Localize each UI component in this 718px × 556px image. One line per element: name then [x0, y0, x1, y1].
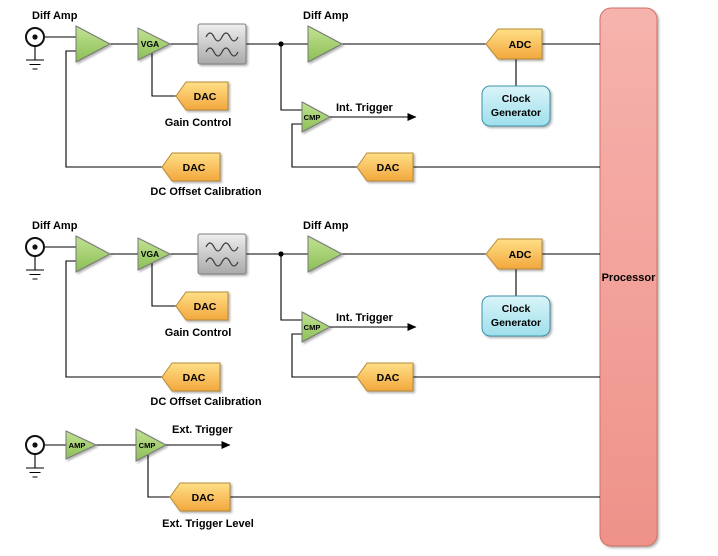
- offset-dac-block: DAC: [161, 152, 221, 182]
- wires: [45, 246, 600, 378]
- amp-triangle: [65, 430, 98, 460]
- diff-amp-label: Diff Amp: [303, 220, 349, 232]
- adc-tag: [485, 238, 543, 270]
- ground-icon: [26, 454, 44, 478]
- sine-wave-icon: [205, 257, 239, 267]
- offset-dac-tag: [161, 362, 221, 392]
- offset-dac-tag: [161, 152, 221, 182]
- amp-label: AMP: [69, 441, 86, 450]
- gain-dac-block: DAC: [175, 291, 229, 321]
- cmp-triangle: [301, 101, 332, 133]
- junction-dot: [278, 41, 284, 47]
- ext-dac-block: DAC: [169, 482, 231, 512]
- filter-rect: [197, 233, 247, 275]
- ground-icon: [26, 46, 44, 70]
- clock-label-line1: Clock: [502, 93, 531, 105]
- cmp-triangle: [301, 311, 332, 343]
- connector-pin: [32, 34, 38, 40]
- junction-dot: [278, 251, 284, 257]
- gain-dac-tag: [175, 291, 229, 321]
- trigger-dac-label: DAC: [377, 372, 400, 384]
- offset-dac-block: DAC: [161, 362, 221, 392]
- bnc-connector-icon: [25, 27, 45, 47]
- clock-label-line2: Generator: [491, 107, 541, 119]
- adc-tag: [485, 28, 543, 60]
- dc-offset-caption: DC Offset Calibration: [150, 396, 262, 408]
- filter-block: [197, 23, 247, 65]
- gain-dac-label: DAC: [194, 301, 217, 313]
- ground-icon: [26, 256, 44, 280]
- adc-block: ADC: [485, 238, 543, 270]
- vga-triangle: [137, 27, 172, 61]
- processor-rect: [599, 7, 658, 547]
- bnc-connector-icon: [25, 237, 45, 257]
- sine-wave-icon: [205, 242, 239, 252]
- filter-block: [197, 233, 247, 275]
- adc-label: ADC: [509, 249, 532, 261]
- ext-dac-tag: [169, 482, 231, 512]
- channel-2: Diff Amp VGA Diff Amp ADC Clock Generato…: [25, 220, 600, 408]
- trigger-dac-block: DAC: [356, 362, 414, 392]
- adc-label: ADC: [509, 39, 532, 51]
- gain-dac-block: DAC: [175, 81, 229, 111]
- cmp-label: CMP: [139, 441, 156, 450]
- cmp-label: CMP: [304, 323, 321, 332]
- clock-label-line2: Generator: [491, 317, 541, 329]
- connector-pin: [32, 442, 38, 448]
- diff-amp-triangle: [75, 25, 112, 63]
- ext-dac-label: DAC: [192, 492, 215, 504]
- diff-amp-label: Diff Amp: [32, 10, 78, 22]
- cmp-label: CMP: [304, 113, 321, 122]
- channel-1: Diff Amp VGA Diff Amp ADC Clock Generato…: [25, 10, 600, 198]
- wires: [45, 444, 600, 498]
- adc-block: ADC: [485, 28, 543, 60]
- vga-label: VGA: [141, 39, 159, 49]
- clock-rect: [481, 295, 551, 337]
- int-trigger-label: Int. Trigger: [336, 312, 394, 324]
- processor-block: Processor: [599, 7, 658, 547]
- diff-amp2-triangle: [307, 25, 344, 63]
- gain-dac-tag: [175, 81, 229, 111]
- gain-control-label: Gain Control: [165, 327, 232, 339]
- vga-triangle: [137, 237, 172, 271]
- ext-trigger-label: Ext. Trigger: [172, 424, 233, 436]
- ext-trigger-level-caption: Ext. Trigger Level: [162, 518, 254, 530]
- clock-label-line1: Clock: [502, 303, 531, 315]
- diff-amp-label: Diff Amp: [303, 10, 349, 22]
- diff-amp-label: Diff Amp: [32, 220, 78, 232]
- trigger-dac-label: DAC: [377, 162, 400, 174]
- dc-offset-caption: DC Offset Calibration: [150, 186, 262, 198]
- gain-dac-label: DAC: [194, 91, 217, 103]
- sine-wave-icon: [205, 47, 239, 57]
- offset-dac-label: DAC: [183, 162, 206, 174]
- connector-pin: [32, 244, 38, 250]
- cmp-triangle: [135, 428, 168, 462]
- trigger-dac-block: DAC: [356, 152, 414, 182]
- filter-rect: [197, 23, 247, 65]
- sine-wave-icon: [205, 32, 239, 42]
- trigger-dac-tag: [356, 362, 414, 392]
- processor-label: Processor: [602, 272, 657, 284]
- trigger-dac-tag: [356, 152, 414, 182]
- offset-dac-label: DAC: [183, 372, 206, 384]
- vga-label: VGA: [141, 249, 159, 259]
- clock-generator-block: Clock Generator: [481, 85, 551, 127]
- int-trigger-label: Int. Trigger: [336, 102, 394, 114]
- clock-rect: [481, 85, 551, 127]
- clock-generator-block: Clock Generator: [481, 295, 551, 337]
- diff-amp2-triangle: [307, 235, 344, 273]
- diff-amp-triangle: [75, 235, 112, 273]
- gain-control-label: Gain Control: [165, 117, 232, 129]
- wires: [45, 36, 600, 168]
- ext-trigger-section: AMP CMP Ext. Trigger DAC Ext. Trigger Le…: [25, 424, 600, 530]
- bnc-connector-icon: [25, 435, 45, 455]
